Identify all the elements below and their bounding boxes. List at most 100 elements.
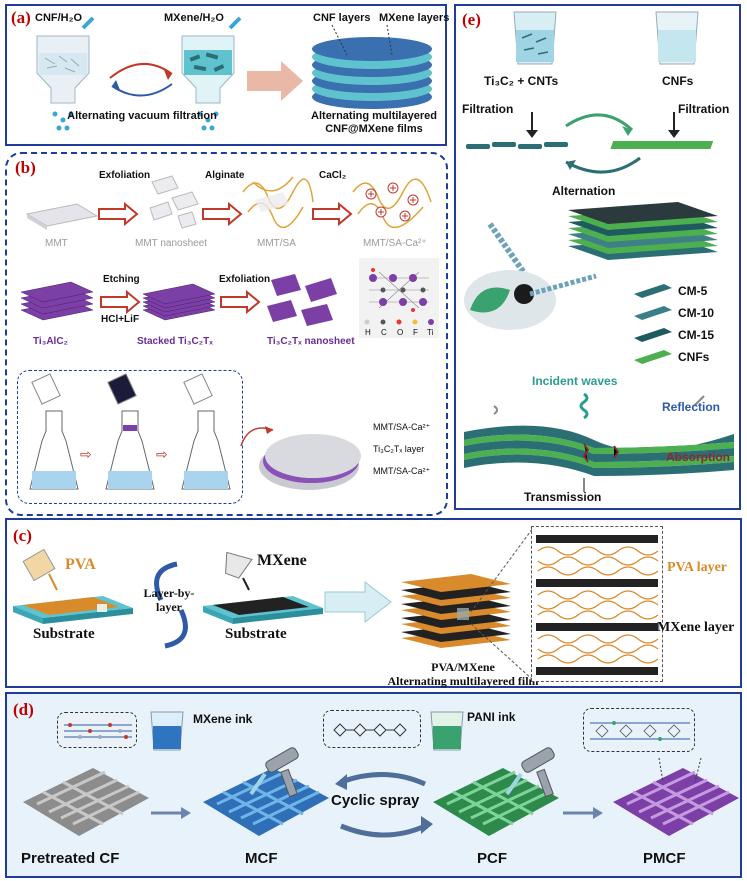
legend-swatch-cm10 (634, 306, 672, 320)
stacked-caption: Stacked Ti₃C₂Tₓ (137, 336, 213, 347)
cnf-h2o-label: CNF/H₂O (35, 12, 83, 24)
ti3c2tx-nanosheet-illustration (267, 274, 337, 326)
pmcf-structure-inset (583, 708, 695, 752)
panel-d: (d) MXene ink PANI ink (5, 692, 742, 878)
cacl2-label: CaCl₂ (319, 170, 347, 181)
atom-o: O (397, 328, 404, 337)
filtration-caption: Alternating vacuum filtration (67, 110, 217, 123)
pva-label: PVA (65, 556, 96, 573)
mcf-label: MCF (245, 850, 278, 867)
zoom-lines (470, 527, 534, 681)
wave-diagram (464, 392, 734, 492)
arrow-cf-to-mcf (151, 807, 191, 819)
pani-structure-inset (323, 710, 421, 748)
substrate-1-label: Substrate (33, 626, 95, 642)
flask-sequence-illustration: ⇨ ⇨ (29, 373, 231, 490)
filtration-assembly-box: ⇨ ⇨ (17, 370, 243, 504)
hcl-lif-label: HCl+LiF (101, 314, 140, 325)
arrow-pcf-to-pmcf (563, 807, 603, 819)
multilayer-film-illustration (312, 24, 432, 109)
exfoliation-arrow-2 (220, 289, 261, 315)
filtration-right-label: Filtration (678, 102, 730, 116)
legend-cm15: CM-15 (678, 328, 715, 342)
layer-by-layer-label: Layer-by-layer (143, 586, 195, 614)
panel-c-label: (c) (11, 526, 34, 546)
pani-ink-beaker (430, 711, 464, 751)
svg-text:⇨: ⇨ (80, 446, 92, 462)
spray-gun-1 (249, 747, 299, 798)
atom-ti: Ti (427, 328, 434, 337)
pani-structure-illustration (333, 723, 407, 737)
alginate-arrow (202, 201, 243, 227)
mxene-h2o-label: MXene/H₂O (164, 12, 224, 24)
panel-c: (c) PVA Substrate Layer-by-layer MXene S… (5, 518, 742, 688)
atom-h: H (365, 328, 371, 337)
process-arrow-c (324, 580, 392, 624)
mmt-nanosheet-illustration (149, 175, 199, 229)
mmt-sa-ca-caption: MMT/SA-Ca²⁺ (363, 238, 427, 249)
absorption-label: Absorption (666, 450, 730, 464)
panel-d-label: (d) (13, 700, 34, 719)
substrate-2-label: Substrate (225, 626, 287, 642)
atom-c: C (381, 328, 387, 337)
mmt-caption: MMT (45, 238, 68, 249)
legend-cm10: CM-10 (678, 306, 715, 320)
curved-arrow (240, 426, 274, 447)
mmt-sa-caption: MMT/SA (257, 238, 296, 249)
beaker-cnfs (655, 11, 699, 65)
pmcf-fabric (613, 757, 739, 836)
alternation-return-arrow (565, 156, 641, 174)
cnf-funnel-illustration (36, 16, 95, 131)
cnf-layers-label: CNF layers (313, 12, 371, 24)
etching-arrow (100, 289, 141, 315)
atomic-structure-illustration (359, 258, 439, 338)
pcf-label: PCF (477, 850, 507, 867)
zoom-inset (531, 526, 663, 682)
spray-gun-2 (505, 747, 555, 798)
pva-mxene-subtitle: Alternating multilayered film (387, 674, 539, 688)
panel-e-label: (e) (460, 10, 483, 30)
panel-e: (e) Ti₃C₂ + CNTs CNFs Filtration Filtrat… (454, 4, 741, 510)
legend-swatch-cm5 (634, 284, 672, 298)
beaker-ti3c2-cnts (513, 11, 557, 65)
pva-mxene-stack (401, 574, 511, 648)
exfoliation-arrow-1 (98, 201, 139, 227)
mxene-structure-inset (57, 712, 137, 748)
legend-swatch-cm15 (634, 328, 672, 342)
sample-holder-illustration (464, 222, 597, 330)
etching-label: Etching (103, 274, 140, 285)
films-caption-text: Alternating multilayered CNF@MXene films (311, 110, 437, 135)
exfoliation-label-2: Exfoliation (219, 274, 271, 285)
cnfs-top-label: CNFs (662, 74, 694, 88)
mxene-funnel-illustration (181, 16, 242, 131)
membrane-layer-2-label: Ti₃C₂Tₓ layer (373, 444, 425, 454)
panel-a-label: (a) (11, 8, 31, 27)
membrane-layers-illustration (259, 434, 361, 490)
incident-waves-label: Incident waves (532, 374, 618, 388)
pretreated-cf-label: Pretreated CF (21, 850, 120, 867)
pmcf-structure-illustration (590, 721, 690, 741)
legend-swatch-cnfs (634, 350, 672, 364)
nanosheet-caption: Ti₃C₂Tₓ nanosheet (267, 336, 355, 347)
mxene-layers-label: MXene layers (379, 12, 450, 24)
legend-cnfs: CNFs (678, 350, 710, 364)
ti3c2-cnts-label: Ti₃C₂ + CNTs (484, 74, 559, 88)
pcf-fabric (433, 768, 559, 836)
mmt-sa-illustration (242, 176, 314, 229)
transmission-label: Transmission (524, 490, 602, 504)
process-arrow (247, 61, 303, 101)
zoom-inset-illustration (532, 527, 662, 681)
exfoliation-label-1: Exfoliation (99, 170, 151, 181)
mxene-structure-illustration (64, 723, 132, 739)
reflection-label: Reflection (662, 400, 721, 414)
pmcf-label: PMCF (643, 850, 686, 867)
filtration-caption-text: Alternating vacuum filtration (67, 110, 217, 122)
pani-ink-label: PANI ink (467, 710, 516, 724)
svg-text:⇨: ⇨ (156, 446, 168, 462)
atom-f: F (413, 328, 418, 337)
multilayer-stack-e (568, 202, 718, 260)
films-caption: Alternating multilayered CNF@MXene films (299, 110, 449, 136)
membrane-layer-1-label: MMT/SA-Ca²⁺ (373, 422, 431, 432)
mmt-nanosheet-caption: MMT nanosheet (135, 238, 208, 249)
mmt-illustration (25, 203, 99, 230)
